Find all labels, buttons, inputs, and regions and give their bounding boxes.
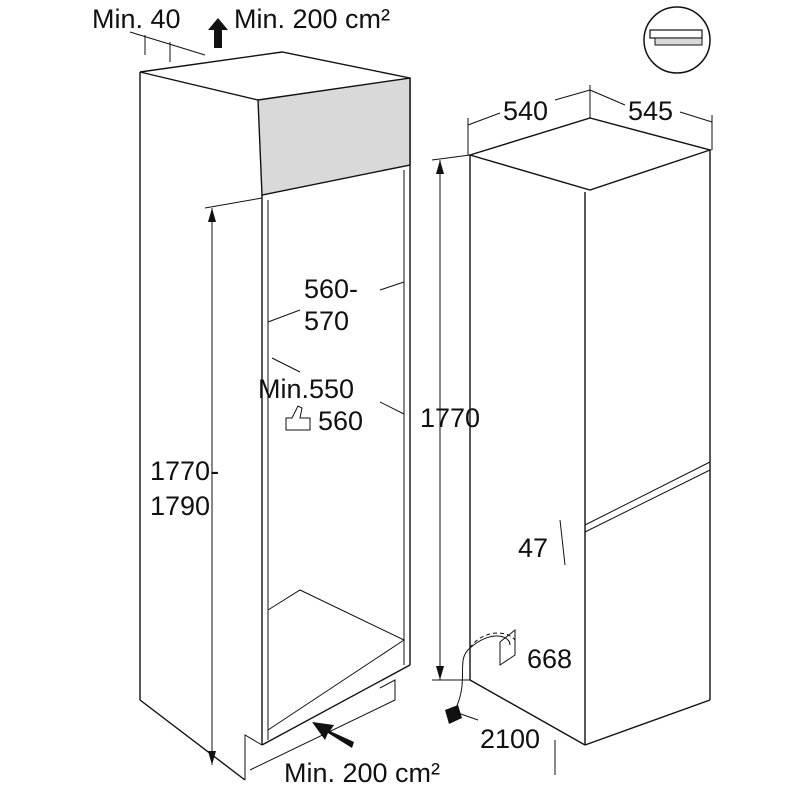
cable-reach-label: 668 xyxy=(527,644,572,674)
top-panel xyxy=(257,77,411,196)
cable-length-label: 2100 xyxy=(480,724,540,754)
vent-bottom-label: Min. 200 cm² xyxy=(284,758,440,788)
appliance xyxy=(445,117,713,746)
built-in-install-icon xyxy=(643,6,711,74)
cabinet-niche xyxy=(139,51,411,781)
vent-top-label: Min. 200 cm² xyxy=(234,4,390,34)
cabinet-dimensions xyxy=(129,18,405,765)
appliance-dimensions xyxy=(431,85,713,775)
width-label: 540 xyxy=(503,96,548,126)
niche-height-label-a: 1770- xyxy=(150,456,219,486)
height-label: 1770 xyxy=(420,403,480,433)
niche-width-label-b: 570 xyxy=(304,306,349,336)
depth-min-label: Min.550 xyxy=(258,374,354,404)
depth-label: 545 xyxy=(628,96,673,126)
niche-height-label-b: 1790 xyxy=(150,491,210,521)
vent-arrow-bottom-icon xyxy=(312,722,354,748)
vent-arrow-top-icon xyxy=(208,18,228,48)
niche-width-label-a: 560- xyxy=(304,274,358,304)
plug-icon xyxy=(445,705,462,724)
thumbs-up-icon xyxy=(285,405,311,431)
depth-recommended-label: 560 xyxy=(318,406,363,436)
gap-label: 47 xyxy=(518,533,548,563)
min-gap-label: Min. 40 xyxy=(92,4,181,34)
